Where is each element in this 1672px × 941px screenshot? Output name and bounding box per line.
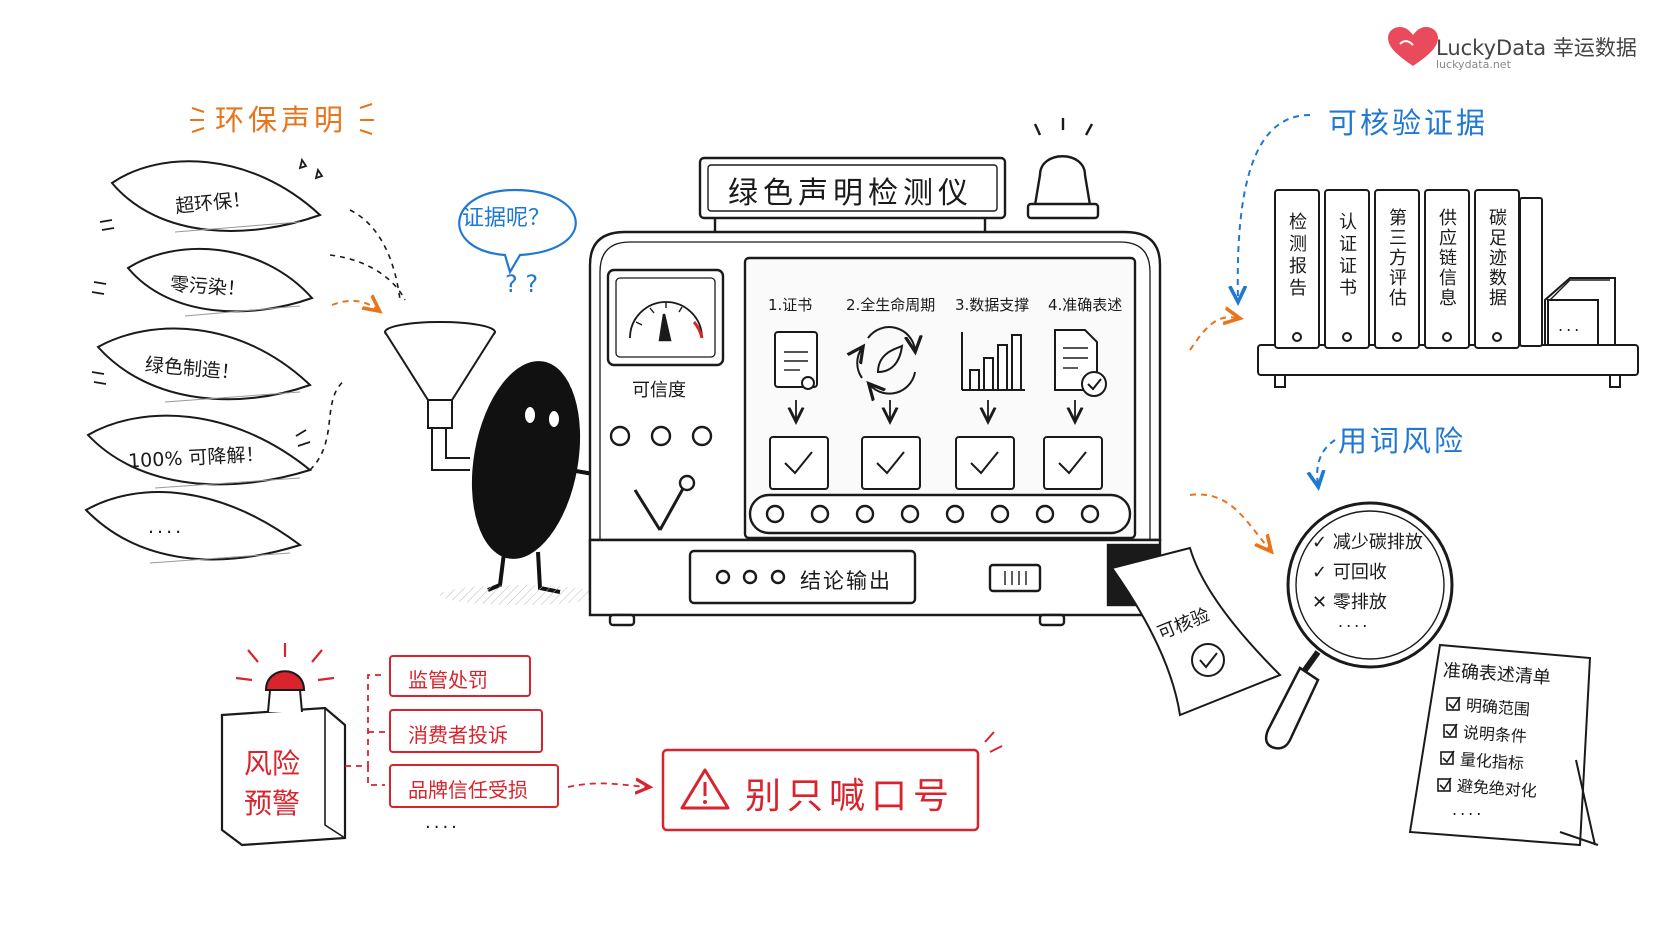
flow-arrow: [349, 209, 401, 301]
checklist-checkboxes: [1437, 696, 1461, 792]
tray-dots: ...: [1558, 316, 1583, 335]
magnifier-icon: [1264, 501, 1454, 750]
risk-item-2: 消费者投诉: [408, 723, 508, 747]
evidence-question-text: 证据呢？: [462, 206, 551, 231]
checklist-item-3: 量化指标: [1459, 749, 1525, 774]
flow-arrow-orange: [1189, 493, 1270, 550]
binder-3: 第三方评估: [1386, 208, 1407, 308]
warning-banner: [661, 731, 1003, 832]
brand-url: luckydata.net: [1436, 58, 1511, 71]
flow-arrow: [329, 254, 406, 301]
certificate-icon: [774, 331, 818, 390]
step-label-2: 2.全生命周期: [846, 296, 936, 314]
check-icon: ✓: [1312, 532, 1328, 553]
step-label-3: 3.数据支撑: [955, 296, 1030, 314]
risk-label-2: 预警: [244, 787, 301, 820]
evidence-question-bubble: [458, 188, 577, 275]
brand-heart-icon: [1388, 27, 1438, 66]
funnel-icon: [384, 321, 496, 471]
flow-arrow-orange: [1189, 317, 1238, 351]
checklist-item-1: 明确范围: [1465, 695, 1531, 720]
machine-title: 绿色声明检测仪: [728, 176, 973, 211]
checked-box-cubes: [769, 436, 1103, 490]
claim-leaf-5: ....: [148, 516, 185, 538]
binder-1: 检测报告: [1286, 212, 1307, 300]
wording-more: ....: [1338, 612, 1371, 631]
risk-alarm-box: [220, 643, 347, 847]
checklist-more: ....: [1452, 800, 1485, 819]
checklist-item-2: 说明条件: [1462, 722, 1528, 747]
flow-arrow-blue: [1317, 439, 1336, 485]
binder-2: 认证证书: [1336, 212, 1357, 300]
bar-chart-icon: [961, 332, 1025, 391]
check-icon: ✓: [1312, 562, 1328, 583]
evidence-title: 可核验证据: [1328, 106, 1489, 140]
binder-4: 供应链信息: [1436, 208, 1457, 308]
output-label: 结论输出: [800, 569, 892, 593]
flow-arrow: [309, 379, 346, 471]
claim-leaves: [84, 160, 322, 561]
claim-leaf-2: 零污染！: [169, 273, 247, 301]
wording-title: 用词风险: [1338, 424, 1467, 458]
wording-item-2: ✓ 可回收: [1312, 562, 1387, 583]
wording-item-3: ✕ 零排放: [1312, 592, 1387, 613]
document-check-icon: [1054, 329, 1107, 397]
detector-machine: [588, 118, 1162, 627]
step-label-1: 1.证书: [768, 296, 813, 314]
risk-item-boxes: [389, 655, 559, 808]
step-label-4: 4.准确表述: [1048, 296, 1123, 314]
risk-connectors: [345, 674, 648, 787]
brand-logo: LuckyData 幸运数据 luckydata.net: [1390, 30, 1660, 74]
evidence-shelf: [1257, 189, 1639, 388]
title-sparks-icon: [190, 103, 374, 135]
risk-item-1: 监管处罚: [408, 668, 488, 692]
flow-arrow-orange: [331, 301, 378, 310]
brand-name: LuckyData 幸运数据: [1436, 36, 1637, 60]
risk-more: ....: [425, 812, 460, 833]
risk-label-1: 风险: [244, 747, 301, 780]
checklist-board: [1408, 643, 1599, 847]
sparkle-marks: [91, 157, 324, 447]
claims-title: 环保声明: [215, 103, 348, 137]
leaf-hatching: [149, 221, 301, 564]
cross-icon: ✕: [1312, 592, 1328, 613]
risk-item-3: 品牌信任受损: [408, 778, 528, 802]
step-down-arrows: [796, 400, 1075, 420]
character-shadow: [440, 585, 600, 605]
output-ticket: [1110, 546, 1282, 717]
binder-5: 碳足迹数据: [1486, 208, 1507, 308]
wording-item-1: ✓ 减少碳排放: [1312, 532, 1423, 553]
question-marks: ? ?: [505, 270, 539, 298]
gauge-label: 可信度: [632, 380, 686, 401]
lifecycle-leaf-icon: [857, 326, 915, 394]
warning-text: 别只喊口号: [745, 776, 956, 817]
